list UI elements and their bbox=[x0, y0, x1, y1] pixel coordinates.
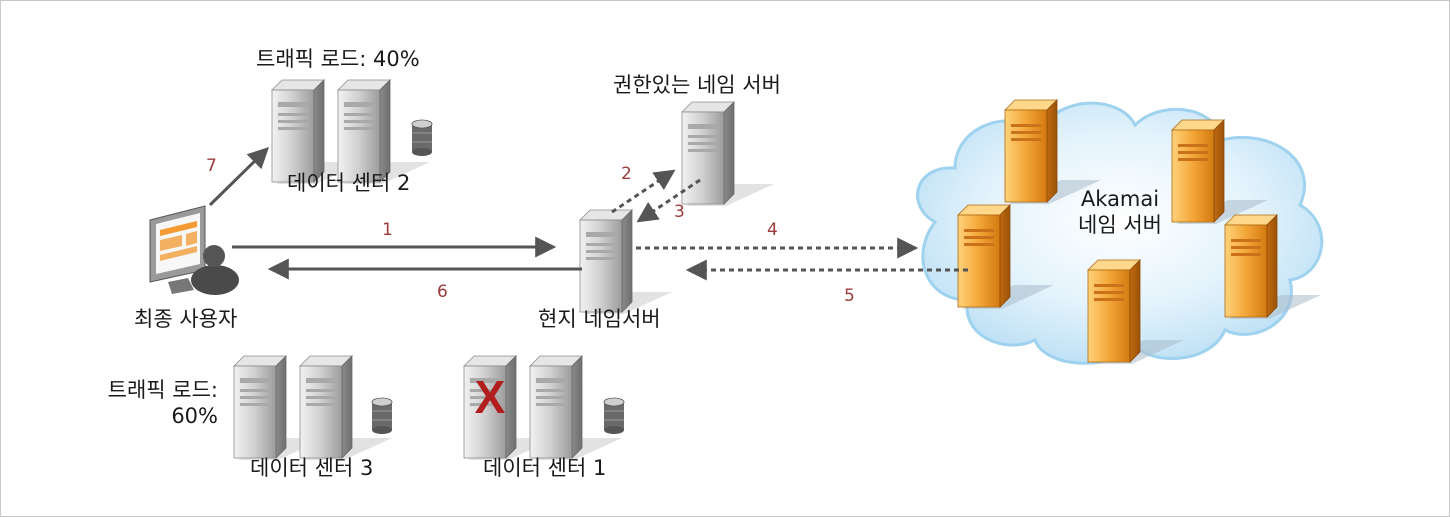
authoritative-name-server-icon bbox=[681, 101, 775, 207]
failure-x-icon: X bbox=[474, 371, 506, 423]
end-user-avatar-icon bbox=[191, 245, 239, 295]
data-center-2-storage-icon bbox=[411, 119, 433, 157]
traffic-load-dc3-label: 트래픽 로드: 60% bbox=[70, 377, 218, 429]
local-name-server-label: 현지 네임서버 bbox=[538, 307, 661, 331]
local-name-server-icon bbox=[579, 209, 673, 315]
akamai-label-line2: 네임 서버 bbox=[1078, 213, 1162, 237]
traffic-load-dc3-line1: 트래픽 로드: bbox=[107, 378, 218, 402]
step-number-5: 5 bbox=[844, 286, 855, 306]
data-center-2-label: 데이터 센터 2 bbox=[287, 171, 411, 195]
end-user-label: 최종 사용자 bbox=[134, 307, 238, 331]
data-center-3-label: 데이터 센터 3 bbox=[250, 456, 374, 480]
akamai-label-line1: Akamai bbox=[1080, 187, 1160, 211]
step-number-1: 1 bbox=[382, 220, 393, 240]
step-number-3: 3 bbox=[674, 202, 685, 222]
arrow-2 bbox=[611, 169, 676, 214]
data-center-1-label: 데이터 센터 1 bbox=[483, 456, 607, 480]
traffic-load-dc3-line2: 60% bbox=[171, 404, 218, 428]
traffic-load-dc2-label: 트래픽 로드: 40% bbox=[256, 47, 420, 71]
arrow-7 bbox=[208, 147, 269, 207]
step-number-2: 2 bbox=[621, 164, 632, 184]
data-center-3-storage-icon bbox=[371, 397, 393, 435]
data-center-1-storage-icon bbox=[603, 397, 625, 435]
end-user-computer-icon bbox=[149, 205, 206, 294]
step-number-7: 7 bbox=[206, 156, 217, 176]
authoritative-name-server-label: 권한있는 네임 서버 bbox=[613, 73, 781, 97]
step-number-4: 4 bbox=[767, 220, 778, 240]
arrow-3 bbox=[636, 178, 701, 223]
step-number-6: 6 bbox=[437, 282, 448, 302]
akamai-cloud-label: Akamai 네임 서버 bbox=[1050, 186, 1190, 238]
